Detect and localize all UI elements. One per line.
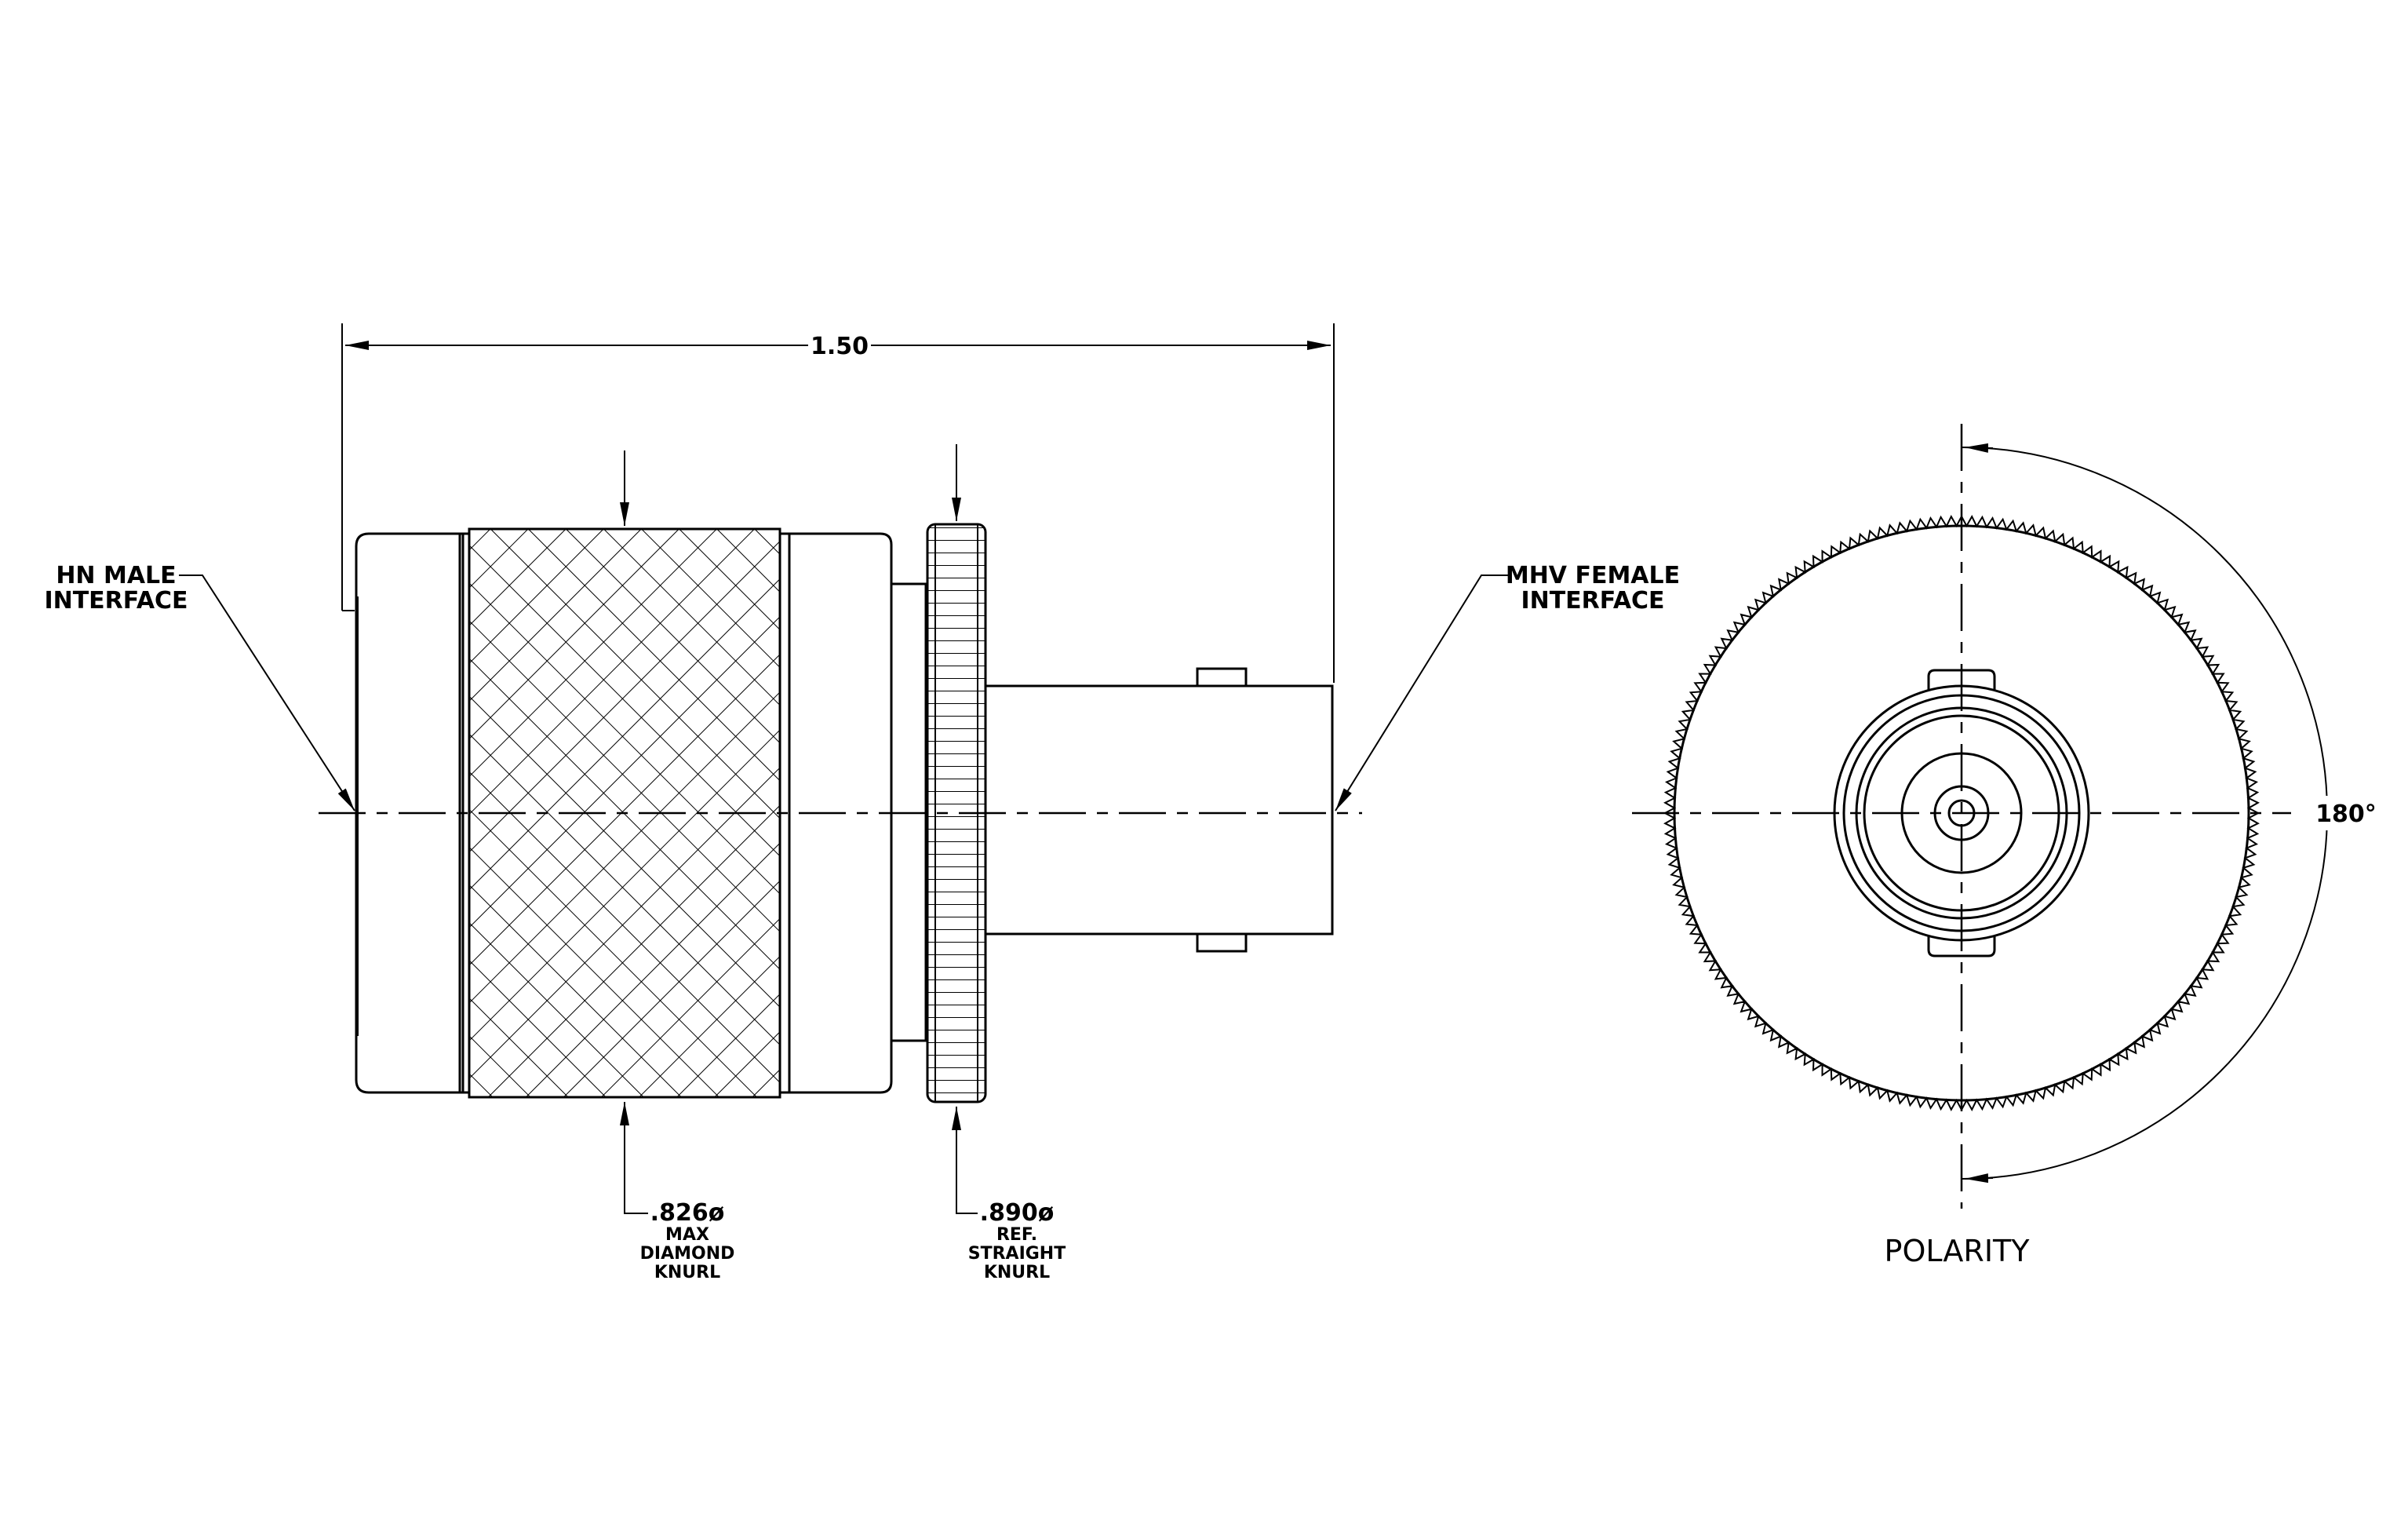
svg-text:MAX: MAX xyxy=(665,1225,709,1245)
overall-length-label: 1.50 xyxy=(811,333,869,360)
straight-knurl-callout: .890ø REF. STRAIGHT KNURL xyxy=(952,1107,1066,1282)
overall-length-dimension: 1.50 xyxy=(341,323,1335,683)
hn-male-callout: HN MALE INTERFACE xyxy=(44,562,355,812)
bayonet-stud-top xyxy=(1196,667,1248,688)
polarity-title: POLARITY xyxy=(1885,1234,2031,1268)
diamond-knurl-callout: .826ø MAX DIAMOND KNURL xyxy=(620,1102,735,1282)
end-view: 180° POLARITY xyxy=(1632,424,2392,1268)
svg-text:.890ø: .890ø xyxy=(980,1199,1055,1227)
svg-text:KNURL: KNURL xyxy=(654,1263,720,1282)
svg-text:.826ø: .826ø xyxy=(650,1199,725,1227)
svg-text:DIAMOND: DIAMOND xyxy=(640,1244,735,1264)
polarity-angle-label: 180° xyxy=(2315,801,2377,828)
svg-text:STRAIGHT: STRAIGHT xyxy=(968,1244,1066,1264)
stud-bottom-end xyxy=(1927,936,1996,957)
mhv-female-tube xyxy=(984,684,1334,936)
svg-text:HN MALE: HN MALE xyxy=(56,562,176,589)
hn-male-body xyxy=(355,532,464,1094)
side-view: 1.50 HN MALE INTERFACE xyxy=(44,323,1680,1282)
bayonet-stud-bottom xyxy=(1196,932,1248,953)
svg-text:REF.: REF. xyxy=(996,1225,1037,1245)
svg-text:KNURL: KNURL xyxy=(984,1263,1050,1282)
mhv-female-callout: MHV FEMALE INTERFACE xyxy=(1335,562,1680,812)
svg-text:INTERFACE: INTERFACE xyxy=(44,587,188,615)
svg-text:INTERFACE: INTERFACE xyxy=(1521,587,1664,615)
svg-text:MHV FEMALE: MHV FEMALE xyxy=(1506,562,1680,589)
